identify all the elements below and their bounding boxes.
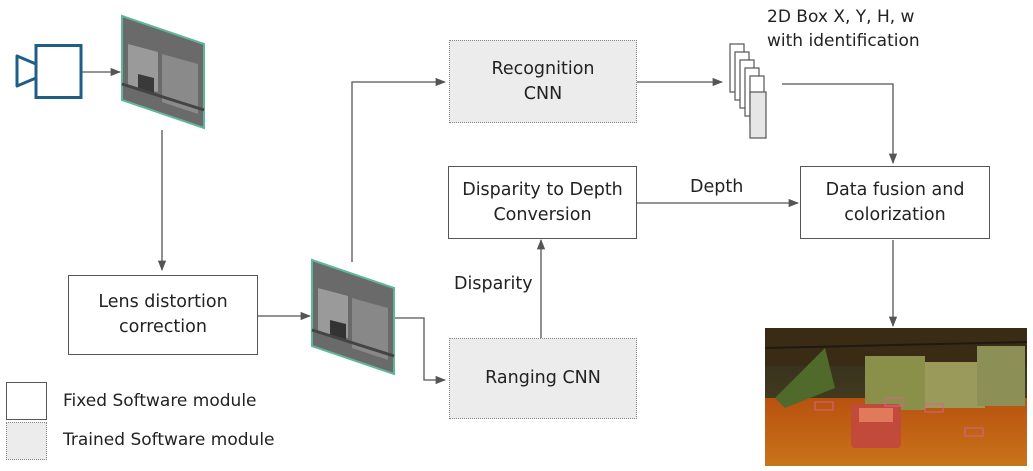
- legend-trained-swatch: [6, 422, 47, 460]
- ranging-cnn-label: Ranging CNN: [485, 368, 601, 388]
- legend-trained-label: Trained Software module: [63, 430, 275, 450]
- ranging-cnn-module: Ranging CNN: [449, 338, 637, 419]
- box-stack-icon: [729, 43, 767, 139]
- box-output-label: 2D Box X, Y, H, w with identification: [767, 7, 920, 51]
- recognition-cnn-module: Recognition CNN: [449, 40, 637, 123]
- colorized-output-image: [765, 328, 1027, 466]
- disparity-label: Disparity: [454, 274, 533, 294]
- rectified-image: [311, 258, 395, 376]
- lens-correction-module: Lens distortion correction: [68, 275, 258, 355]
- rectified-to-recognition-arrow: [351, 77, 447, 262]
- boxes-to-fusion-arrow: [782, 83, 898, 165]
- disparity-to-depth-label: Disparity to Depth Conversion: [462, 179, 623, 225]
- disparity-to-depth-module: Disparity to Depth Conversion: [448, 166, 637, 239]
- legend-fixed-label: Fixed Software module: [63, 391, 257, 411]
- lens-correction-label: Lens distortion correction: [98, 292, 228, 337]
- raw-camera-image: [121, 14, 205, 130]
- rectified-to-ranging-arrow: [394, 317, 447, 385]
- recognition-cnn-label: Recognition CNN: [491, 58, 595, 104]
- data-fusion-module: Data fusion and colorization: [800, 166, 990, 239]
- data-fusion-label: Data fusion and colorization: [825, 179, 965, 225]
- depth-label: Depth: [690, 177, 744, 197]
- camera-icon: [15, 44, 83, 99]
- legend-fixed-swatch: [6, 382, 47, 420]
